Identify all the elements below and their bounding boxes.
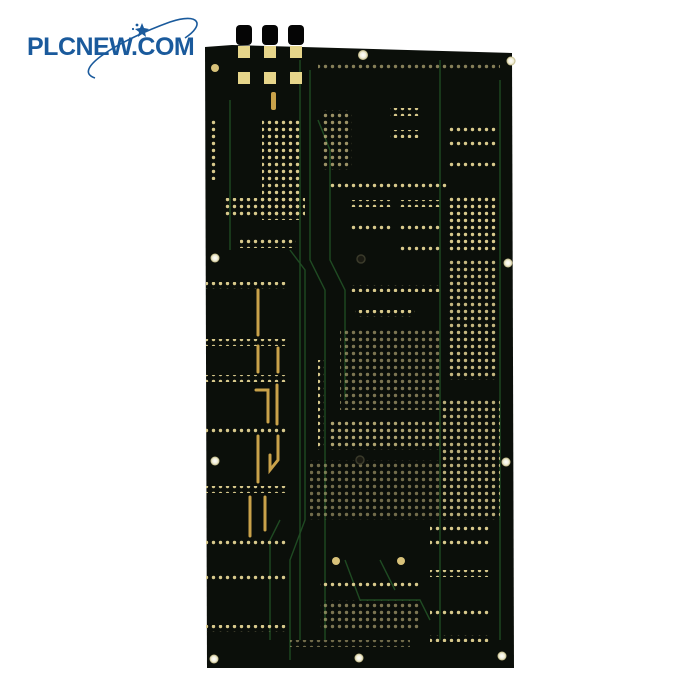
star-icon xyxy=(135,23,149,37)
watermark-text: PLCNEW.COM xyxy=(27,33,195,61)
mounting-holes xyxy=(209,50,516,664)
gold-traces xyxy=(248,288,280,538)
pad-grid-left xyxy=(206,120,305,632)
audio-connectors xyxy=(211,25,304,110)
watermark-logo: PLCNEW.COM xyxy=(0,0,260,100)
via-holes xyxy=(355,254,366,465)
orbit-swoosh-icon xyxy=(87,17,198,79)
pad-grid-right xyxy=(290,62,500,647)
